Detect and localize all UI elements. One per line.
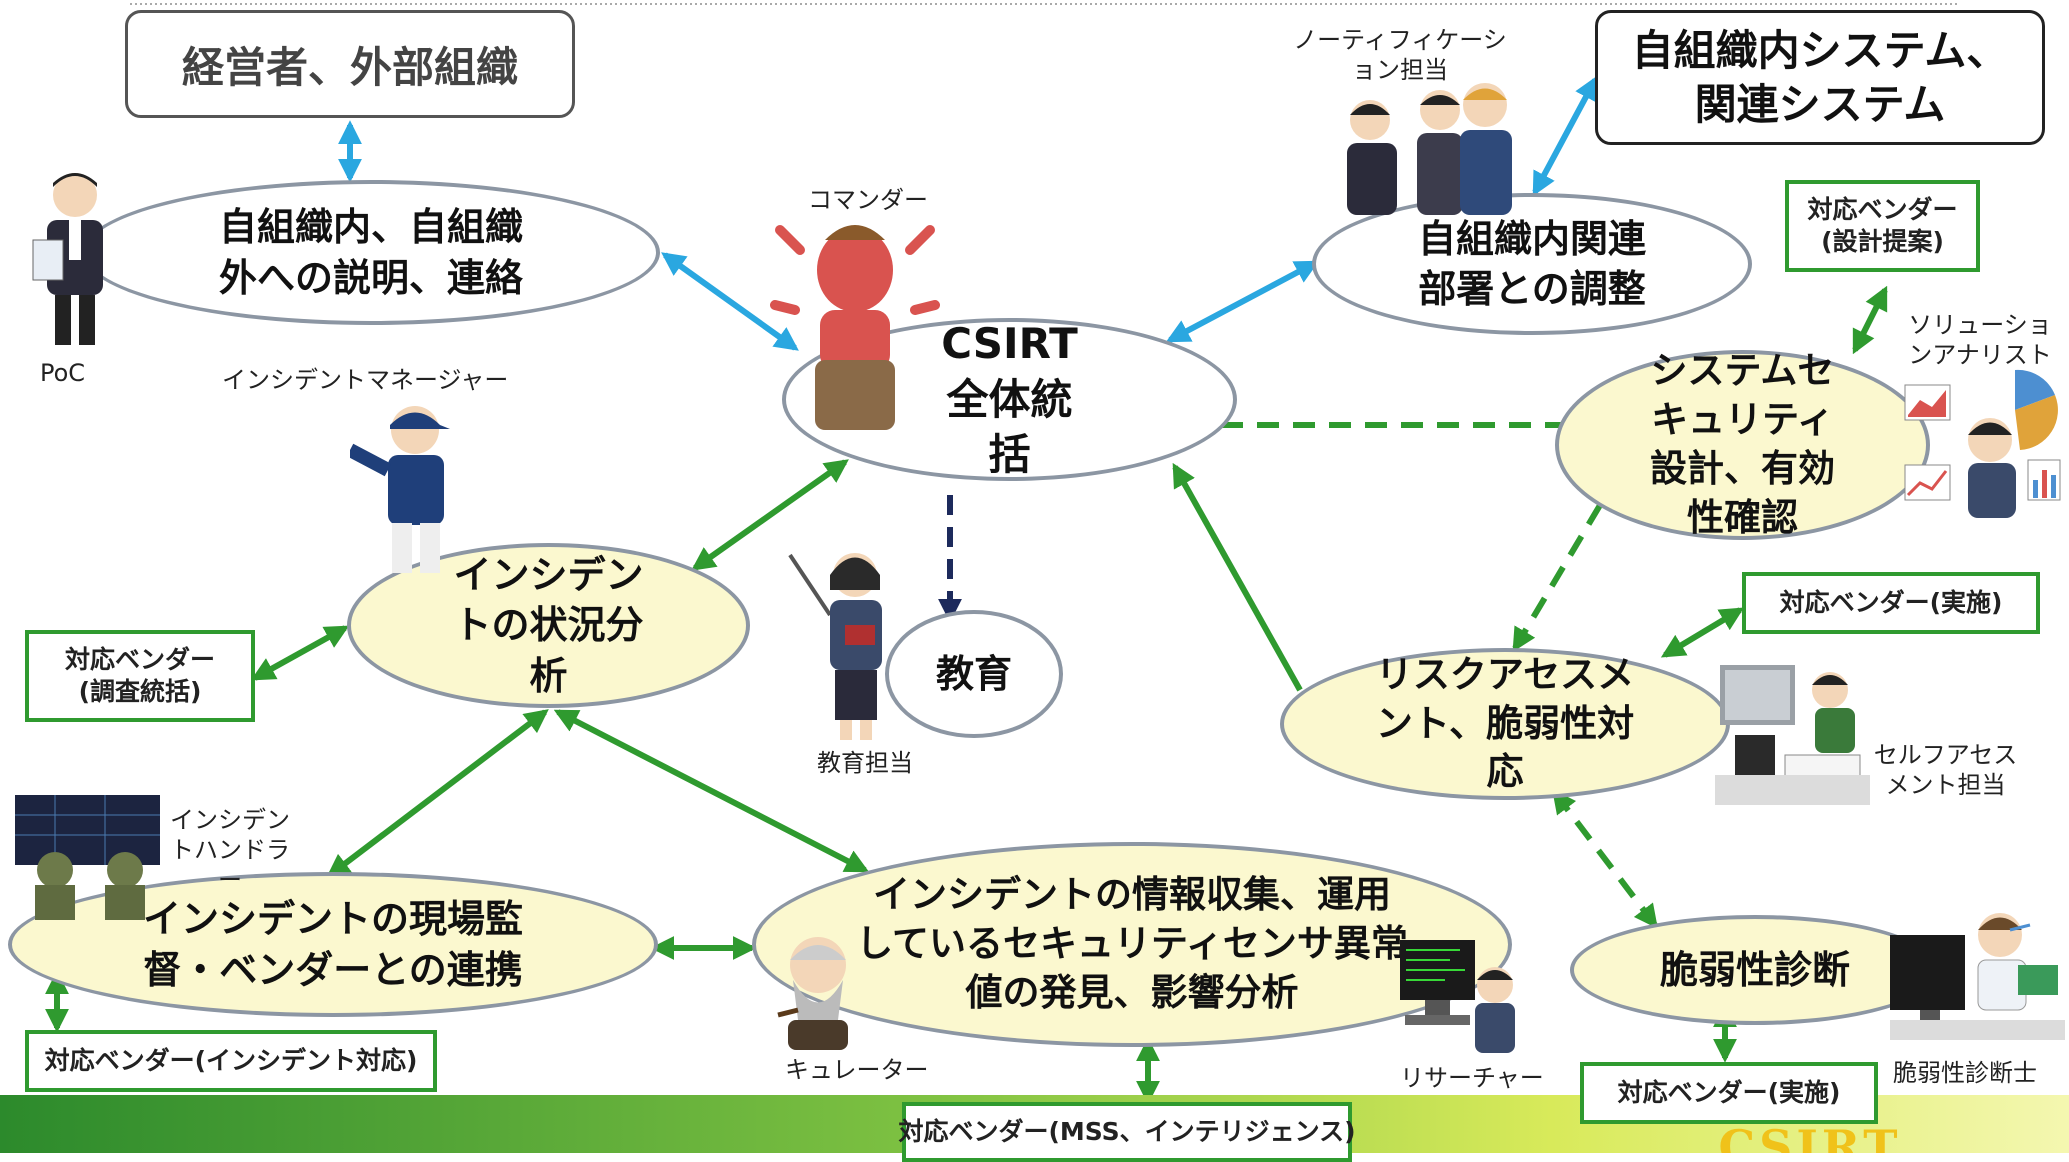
arrow-risk-vuln <box>1552 789 1658 929</box>
poc-label: PoC <box>40 359 86 387</box>
researcher-computer-icon <box>1400 940 1515 1053</box>
notification-label: ノーティフィケーション担当 <box>1293 26 1507 84</box>
arrow-csirt-incident-analysis <box>691 459 849 571</box>
system-security-node: システムセキュリティ設計、有効性確認 <box>1555 349 1930 540</box>
arrow-design-vendor-system-security <box>1852 285 1888 355</box>
incident-manager-label: インシデントマネージャー <box>222 366 509 394</box>
internal-systems-box: 自組織内システム、関連システム <box>1595 10 2045 145</box>
arrow-analysis-field <box>326 709 549 878</box>
arrow-risk-csirt <box>1172 462 1303 692</box>
solution-analyst-label: ソリューションアナリスト <box>1908 311 2052 369</box>
arrow-explanation-csirt <box>661 252 799 351</box>
arrow-risk-system-security <box>1512 480 1615 653</box>
info-collection-node: インシデントの情報収集、運用しているセキュリティセンサ異常値の発見、影響分析 <box>752 842 1512 1047</box>
executive-man-icon <box>32 173 103 345</box>
diagnostician-computer-icon <box>1890 913 2065 1040</box>
arrow-coordination-systems <box>1532 75 1598 197</box>
assessment-desk-icon <box>1715 665 1870 805</box>
arrow-analysis-info <box>553 709 870 873</box>
incident-analysis-node: インシデントの状況分析 <box>347 543 750 708</box>
vuln-diagnostician-label: 脆弱性診断士 <box>1893 1059 2037 1087</box>
vendor-investigation-box: 対応ベンダー(調査統括) <box>25 630 255 722</box>
vendor-mss-box: 対応ベンダー(MSS、インテリジェンス) <box>898 1102 1356 1162</box>
education-staff-label: 教育担当 <box>817 749 913 777</box>
education-node: 教育 <box>885 610 1063 738</box>
vendor-implementation-risk-box: 対応ベンダー(実施) <box>1742 572 2040 634</box>
vendor-incident-box: 対応ベンダー(インシデント対応) <box>25 1030 437 1092</box>
self-assessment-label: セルフアセスメント担当 <box>1873 741 2018 799</box>
teacher-woman-icon <box>788 553 882 740</box>
csirt-logo: CSIRT <box>1718 1120 1902 1153</box>
arrow-investigation-vendor-analysis <box>250 625 350 681</box>
incident-handler-label: インシデントハンドラー <box>170 806 290 894</box>
vuln-diagnosis-node: 脆弱性診断 <box>1570 915 1940 1025</box>
risk-assessment-node: リスクアセスメント、脆弱性対応 <box>1280 648 1730 800</box>
vendor-implementation-diag-box: 対応ベンダー(実施) <box>1580 1062 1878 1124</box>
explanation-node: 自組織内、自組織外への説明、連絡 <box>82 180 660 325</box>
analyst-charts-icon <box>1904 369 2061 518</box>
curator-label: キュレーター <box>785 1056 929 1084</box>
commander-deity-icon <box>770 225 940 430</box>
vendor-design-box: 対応ベンダー(設計提案) <box>1785 180 1980 272</box>
business-team-icon <box>1347 83 1512 215</box>
commander-label: コマンダー <box>808 186 928 214</box>
coordination-node: 自組織内関連部署との調整 <box>1312 193 1752 335</box>
curator-old-man-icon <box>777 937 848 1050</box>
arrow-csirt-coordination <box>1165 260 1320 343</box>
soldier-handlers-icon <box>15 795 160 920</box>
baseball-manager-icon <box>350 406 450 573</box>
arrow-implementation-vendor-risk <box>1660 607 1745 658</box>
executives-box: 経営者、外部組織 <box>125 10 575 118</box>
researcher-label: リサーチャー <box>1400 1064 1544 1092</box>
